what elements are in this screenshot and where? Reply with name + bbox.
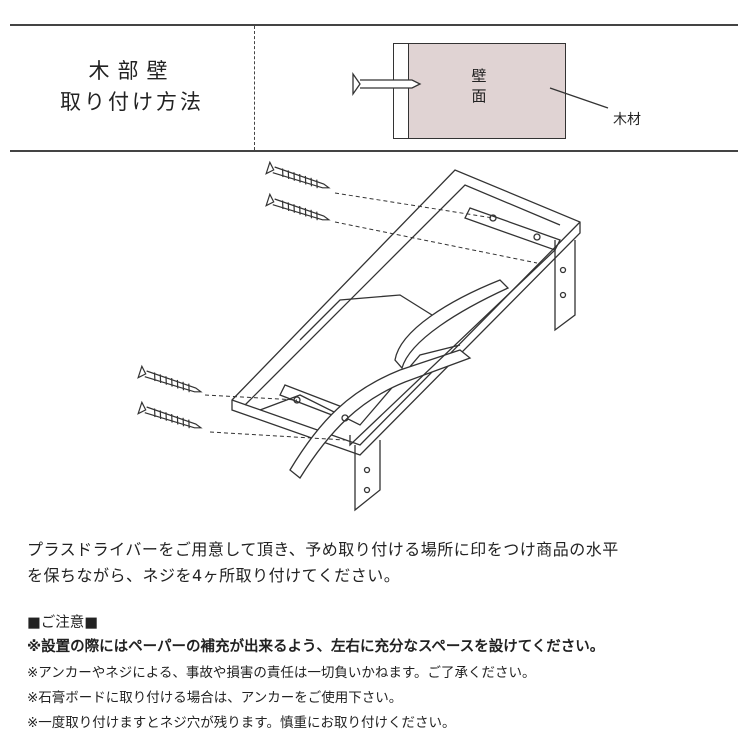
- holder-bracket-drawing: [231, 169, 581, 512]
- installation-illustration: [137, 71, 609, 512]
- notes-heading: ■ご注意■: [27, 615, 98, 631]
- wood-label: 木材: [613, 112, 641, 128]
- screw-icon: [352, 71, 422, 97]
- guide-lines: [204, 192, 538, 441]
- instruction-line-2: を保ちながら、ネジを4ヶ所取り付けてください。: [27, 566, 401, 585]
- note-item: ※石膏ボードに取り付ける場合は、アンカーをご使用下さい。: [27, 690, 403, 706]
- screw-icons: [137, 160, 331, 429]
- note-item: ※設置の際にはペーパーの補充が出来るよう、左右に充分なスペースを設けてください。: [27, 639, 605, 655]
- instruction-line-1: プラスドライバーをご用意して頂き、予め取り付ける場所に印をつけ商品の水平: [27, 540, 619, 559]
- wood-block: [408, 43, 566, 139]
- wood-wall-method-panel: 木部壁 取り付け方法 壁面 木材: [10, 24, 738, 152]
- panel-title: 木部壁 取り付け方法: [60, 59, 204, 114]
- note-item: ※アンカーやネジによる、事故や損害の責任は一切負いかねます。ご了承ください。: [27, 665, 536, 681]
- leader-line: [549, 87, 609, 109]
- wall-surface-label: 壁面: [471, 67, 487, 105]
- dashed-divider: [254, 26, 255, 150]
- note-item: ※一度取り付けますとネジ穴が残ります。慎重にお取り付けください。: [27, 715, 456, 731]
